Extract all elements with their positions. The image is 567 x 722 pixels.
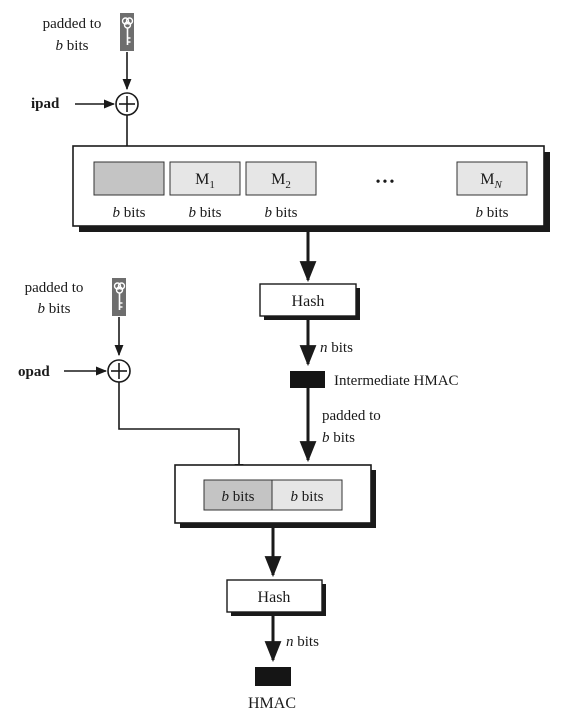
inner-key-block xyxy=(203,479,273,511)
key-xor-block xyxy=(93,161,165,196)
inner-block0-label: b bits xyxy=(222,489,255,505)
n-bits-label-1: n bits xyxy=(320,340,353,356)
xor-top-icon xyxy=(115,92,139,116)
left-key-icon xyxy=(111,277,127,317)
hmac-output-block xyxy=(255,667,291,686)
left-padded-label: padded to xyxy=(25,280,84,296)
xor-to-inner-arrow xyxy=(118,382,244,476)
m1-label: M1 xyxy=(195,171,215,191)
top-key-icon xyxy=(119,12,135,52)
block1-bits-label: b bits xyxy=(189,205,222,221)
n-bits-label-2: n bits xyxy=(286,634,319,650)
block3-bits-label: b bits xyxy=(476,205,509,221)
hash2-label: Hash xyxy=(258,589,291,606)
hash1-box xyxy=(259,283,357,317)
xor-bottom-icon xyxy=(107,359,131,383)
opad-label: opad xyxy=(18,364,50,380)
message-block-mn xyxy=(456,161,528,196)
top-padded-label: padded to xyxy=(43,16,102,32)
padded-mid-bits-label: b bits xyxy=(322,430,355,446)
ellipsis: ••• xyxy=(376,175,397,190)
message-block-m2 xyxy=(245,161,317,196)
inner-block1-label: b bits xyxy=(291,489,324,505)
top-bits-label: b bits xyxy=(56,38,89,54)
intermediate-hmac-label: Intermediate HMAC xyxy=(334,373,459,389)
hmac-label: HMAC xyxy=(248,695,296,712)
hash1-label: Hash xyxy=(292,293,325,310)
block0-bits-label: b bits xyxy=(113,205,146,221)
left-bits-label: b bits xyxy=(38,301,71,317)
block2-bits-label: b bits xyxy=(265,205,298,221)
intermediate-hmac-block xyxy=(290,371,325,388)
mn-label: MN xyxy=(480,171,502,191)
inner-hash-block xyxy=(271,479,343,511)
hash2-box xyxy=(226,579,323,613)
ipad-label: ipad xyxy=(31,96,60,112)
padded-mid-label: padded to xyxy=(322,408,381,424)
message-block-m1 xyxy=(169,161,241,196)
m2-label: M2 xyxy=(271,171,291,191)
